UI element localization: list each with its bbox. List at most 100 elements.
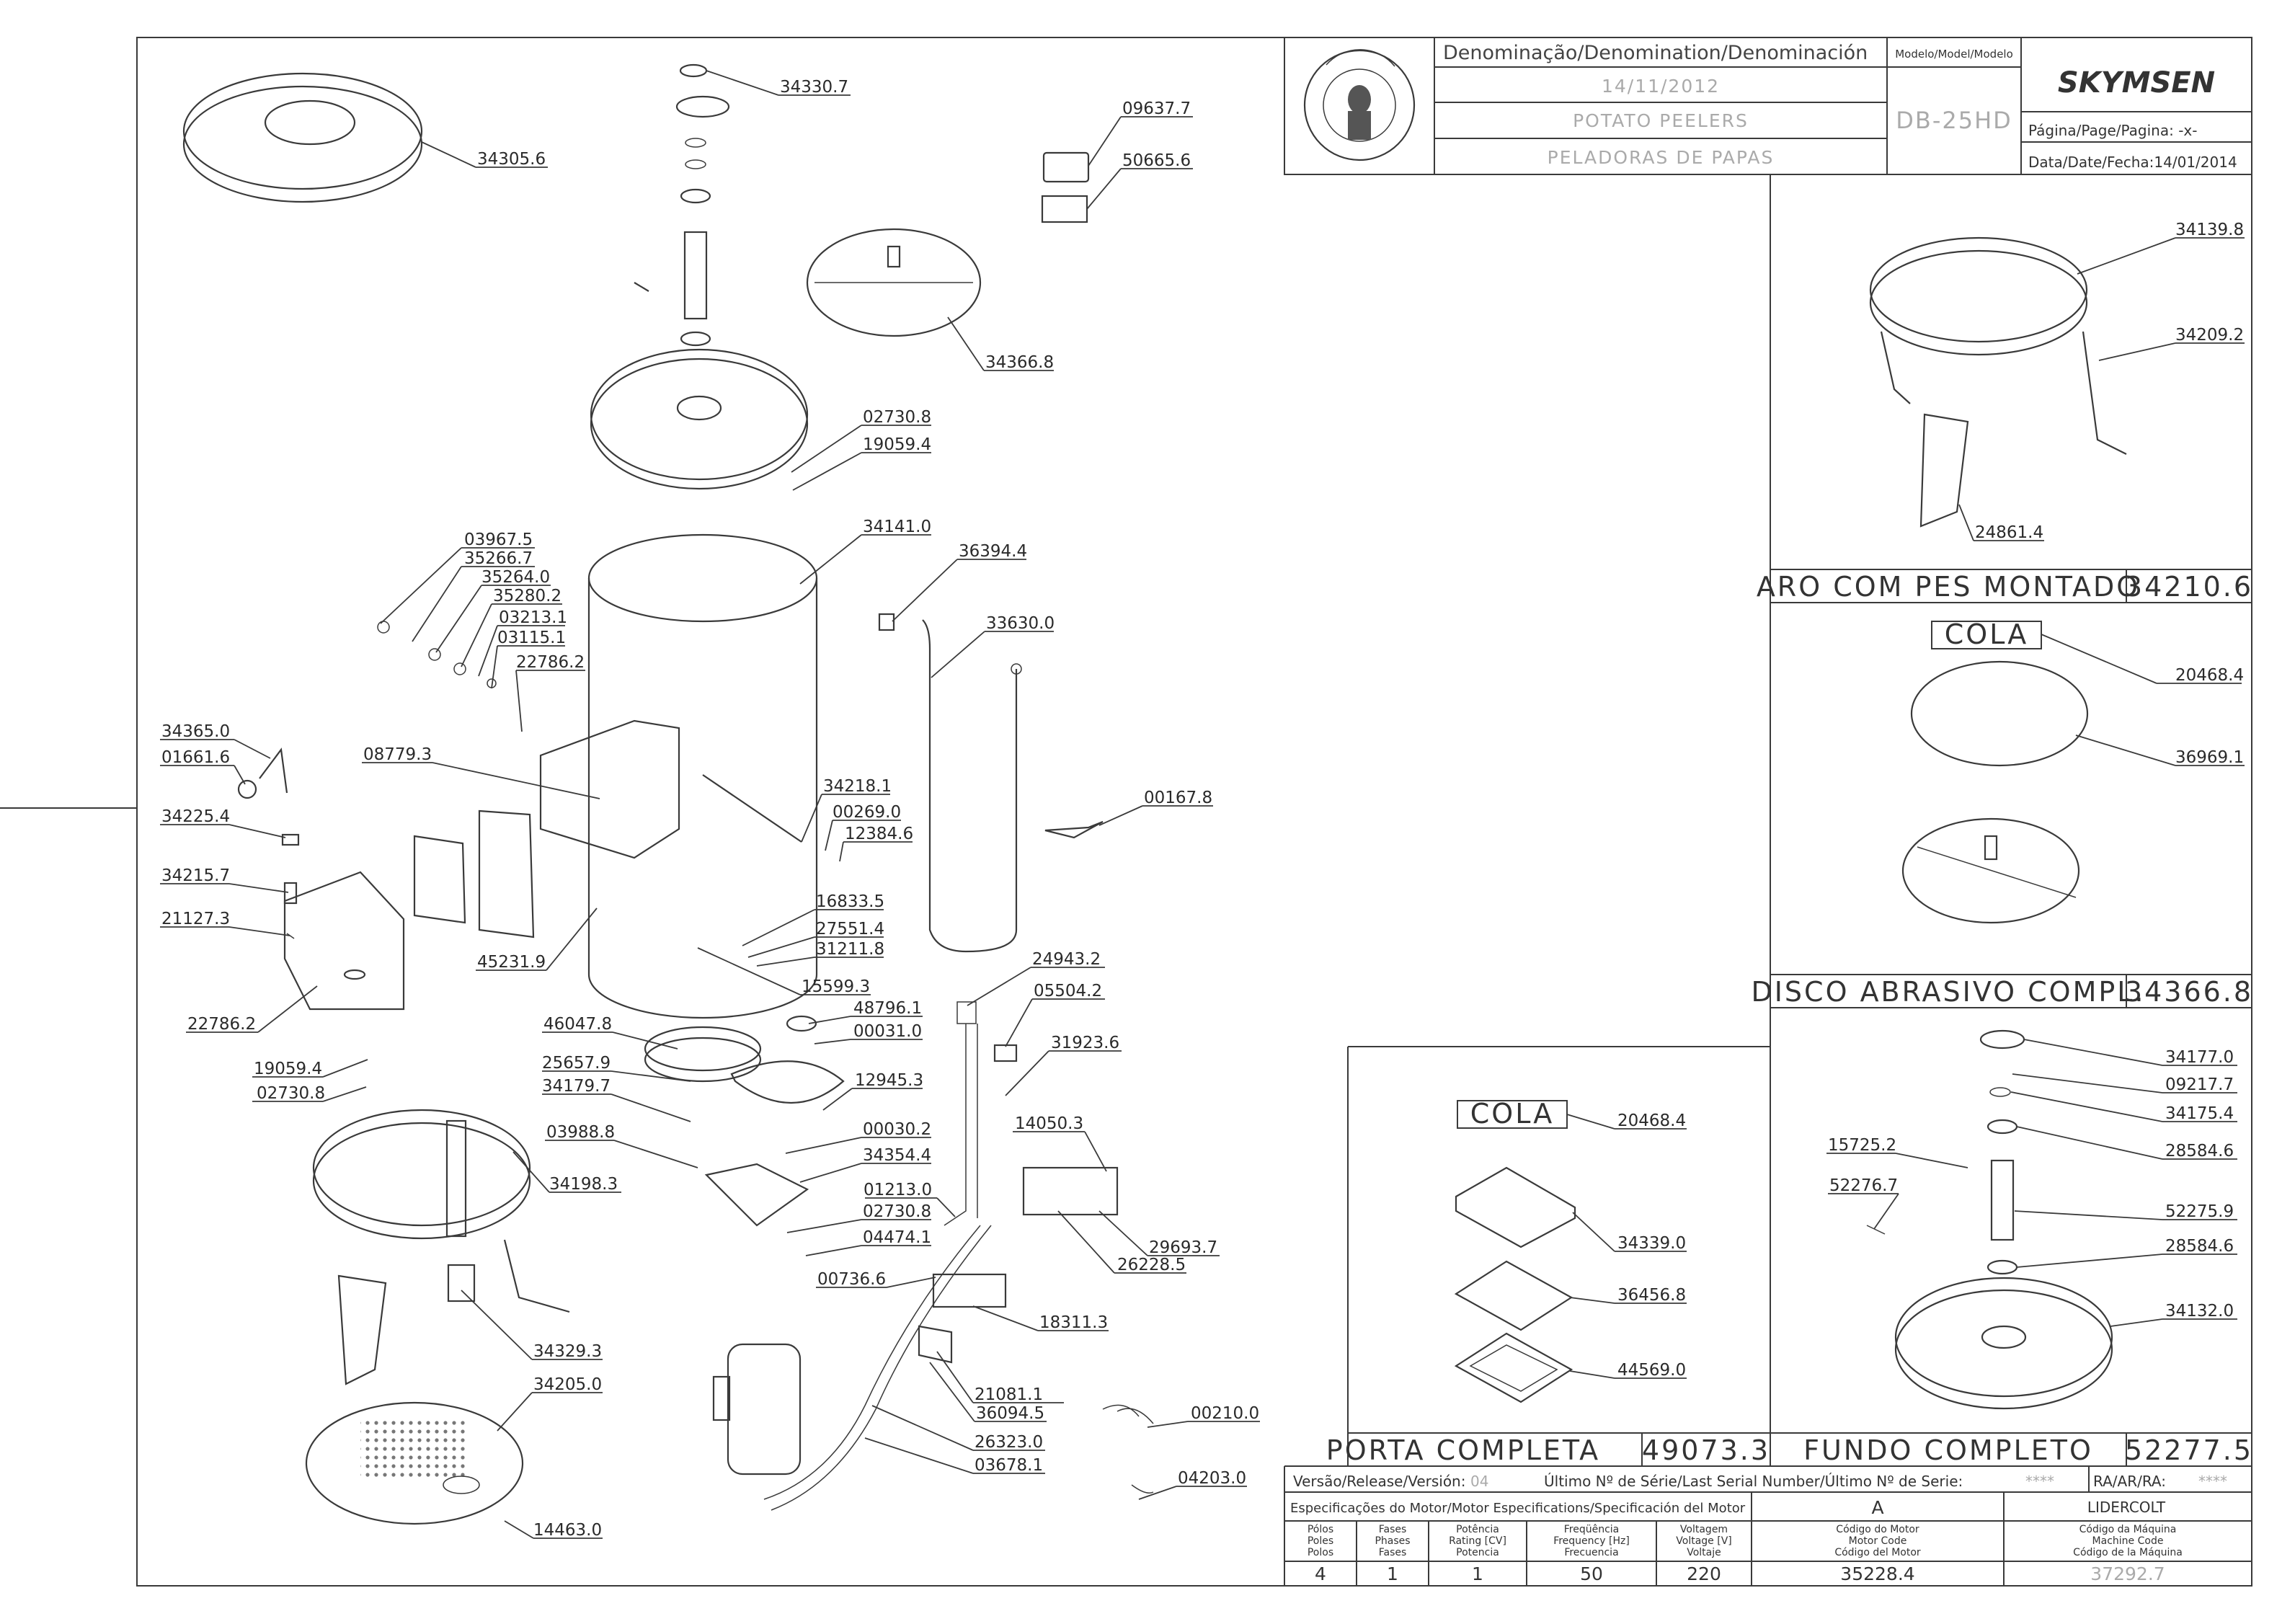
part-label: 04203.0: [1178, 1469, 1246, 1488]
part-label: 14050.3: [1015, 1114, 1083, 1133]
model-number: DB-25HD: [1896, 107, 2012, 134]
part-label: 33630.0: [986, 614, 1055, 633]
svg-text:Potencia: Potencia: [1456, 1547, 1499, 1558]
motor-power-value: 1: [1472, 1563, 1483, 1584]
tank-drawing: [587, 533, 818, 1019]
part-label: 48796.1: [853, 999, 922, 1018]
part-label: 35280.2: [493, 587, 561, 605]
top-plate-drawing: [590, 348, 809, 490]
part-label: 35266.7: [464, 549, 533, 568]
svg-text:Rating [CV]: Rating [CV]: [1449, 1535, 1506, 1547]
motor-frequency-value: 50: [1580, 1563, 1603, 1584]
part-label: 46047.8: [543, 1015, 612, 1034]
fundo-exploded-drawing: [1866, 1029, 2113, 1410]
part-label: 36394.4: [959, 542, 1027, 561]
part-label: 03213.1: [499, 608, 567, 627]
part-label: 34215.7: [161, 866, 230, 885]
motor-letter: A: [1871, 1497, 1883, 1518]
machine-code-value: 37292.7: [2090, 1563, 2165, 1584]
svg-text:Fases: Fases: [1379, 1547, 1407, 1558]
svg-text:Fases: Fases: [1379, 1524, 1407, 1535]
part-label: 01213.0: [864, 1181, 932, 1199]
part-label: 25657.9: [542, 1054, 611, 1073]
part-label: 15599.3: [802, 977, 870, 996]
part-label: 34139.8: [2175, 221, 2244, 239]
part-label: 09637.7: [1122, 99, 1191, 118]
bottom-grid-drawing: [305, 1401, 524, 1525]
part-label: 44569.0: [1617, 1361, 1686, 1380]
part-label: 34218.1: [823, 777, 892, 796]
svg-text:Potência: Potência: [1456, 1524, 1499, 1535]
svg-text:Pólos: Pólos: [1308, 1524, 1333, 1535]
part-label: 00736.6: [817, 1270, 886, 1289]
authorized-service-seal: [1303, 49, 1416, 161]
svg-text:Voltage [V]: Voltage [V]: [1676, 1535, 1731, 1547]
wiring-drawing: [763, 1001, 1154, 1511]
labels-drawing: [1041, 151, 1090, 223]
motor-spec-label: Especificações do Motor/Motor Especifica…: [1290, 1501, 1746, 1516]
part-label: 36094.5: [976, 1404, 1044, 1423]
part-label: 52276.7: [1829, 1176, 1898, 1195]
base-frame-drawing: [312, 1109, 570, 1385]
part-label: 34354.4: [863, 1146, 931, 1165]
part-label: 28584.6: [2165, 1237, 2234, 1256]
title-date: 14/11/2012: [1602, 76, 1720, 97]
part-label: 36969.1: [2175, 748, 2244, 767]
part-label: 00210.0: [1191, 1404, 1259, 1423]
motor-phases-value: 1: [1387, 1563, 1398, 1584]
part-label: 34365.0: [161, 722, 230, 741]
aro-assembly-drawing: [1869, 236, 2127, 528]
ra-value: ****: [2198, 1473, 2227, 1490]
part-label: 05504.2: [1034, 982, 1102, 1000]
part-label: 34179.7: [542, 1077, 611, 1096]
part-label: 34209.2: [2175, 326, 2244, 345]
part-label: 03988.8: [546, 1123, 615, 1142]
svg-text:Polos: Polos: [1308, 1547, 1333, 1558]
title-name-en: POTATO PEELERS: [1573, 110, 1749, 131]
motor-voltage-value: 220: [1687, 1563, 1721, 1584]
pulley-motor-drawing: [644, 1015, 845, 1476]
part-label: 03967.5: [464, 531, 533, 549]
part-label: 34366.8: [985, 353, 1054, 372]
denomination-header: Denominação/Denomination/Denominación: [1443, 42, 1868, 64]
part-label: 34205.0: [533, 1375, 602, 1394]
part-label: 34132.0: [2165, 1302, 2234, 1321]
part-label: 02730.8: [257, 1084, 325, 1103]
small-parts-left-drawing: [237, 621, 497, 939]
hose-drawing: [878, 613, 1022, 953]
svg-text:Machine Code: Machine Code: [2092, 1535, 2164, 1547]
part-label: 52275.9: [2165, 1202, 2234, 1221]
svg-text:Voltaje: Voltaje: [1687, 1547, 1721, 1558]
part-label: 21127.3: [161, 910, 230, 928]
part-label: 45231.9: [477, 953, 546, 972]
part-label: 29693.7: [1149, 1238, 1217, 1257]
version-label: Versão/Release/Versión:: [1293, 1473, 1465, 1490]
part-label: 02730.8: [863, 1202, 931, 1221]
part-label: 50665.6: [1122, 151, 1191, 170]
part-label: 34339.0: [1617, 1234, 1686, 1253]
shaft-assembly-drawing: [634, 63, 730, 347]
part-number-labels: 34305.6 34330.7 09637.7 50665.6 34366.8 …: [160, 70, 2245, 1540]
part-label: 34175.4: [2165, 1104, 2234, 1123]
motor-table-headers: Pólos Poles Polos Fases Phases Fases Pot…: [1308, 1524, 2183, 1558]
title-name-es: PELADORAS DE PAPAS: [1548, 147, 1775, 168]
part-label: 34329.3: [533, 1342, 602, 1361]
lid-ring-drawing: [182, 72, 423, 203]
page-label: Página/Page/Pagina: -x-: [2028, 122, 2197, 139]
svg-text:Phases: Phases: [1375, 1535, 1410, 1547]
part-label: 34225.4: [161, 807, 230, 826]
porta-panel-code: 49073.3: [1642, 1434, 1770, 1466]
disco-panel-code: 34366.8: [2125, 976, 2253, 1008]
part-label: 01661.6: [161, 748, 230, 767]
part-label: 09217.7: [2165, 1075, 2234, 1094]
svg-text:Código de la Máquina: Código de la Máquina: [2073, 1547, 2183, 1558]
part-label: 28584.6: [2165, 1142, 2234, 1161]
motor-manufacturer: LIDERCOLT: [2087, 1499, 2166, 1516]
part-label: 12945.3: [855, 1071, 923, 1090]
abrasive-disc-panel-drawing: [1901, 660, 2089, 924]
fundo-panel-code: 52277.5: [2125, 1434, 2253, 1466]
part-label: 19059.4: [863, 435, 931, 454]
part-label: 03115.1: [497, 629, 566, 647]
svg-text:Poles: Poles: [1308, 1535, 1333, 1547]
